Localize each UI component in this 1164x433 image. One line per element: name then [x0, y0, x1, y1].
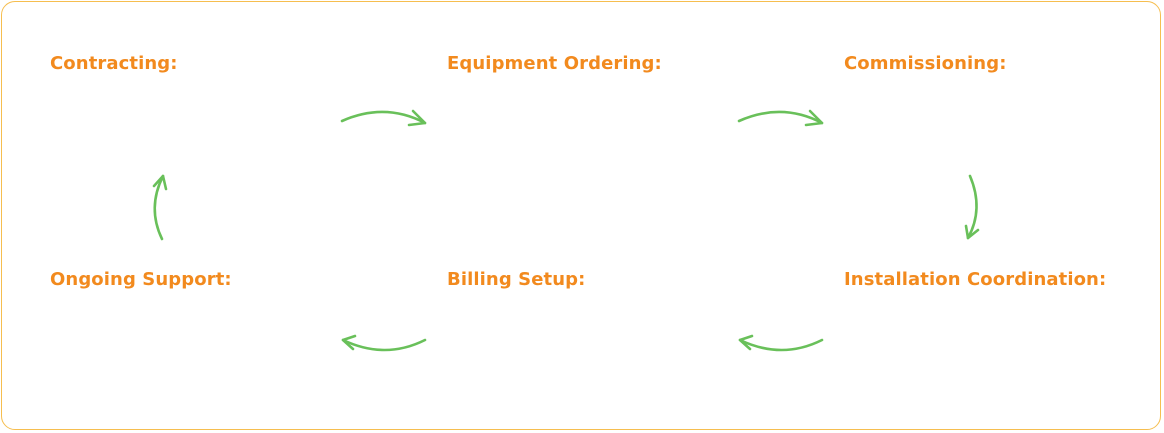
step-billing-setup-label: Billing Setup:	[447, 269, 586, 290]
step-equipment-ordering-label: Equipment Ordering:	[447, 53, 662, 74]
step-commissioning-label: Commissioning:	[844, 53, 1007, 74]
step-ongoing-support-label: Ongoing Support:	[50, 269, 232, 290]
step-contracting-label: Contracting:	[50, 53, 178, 74]
step-installation-coordination-label: Installation Coordination:	[844, 269, 1107, 290]
